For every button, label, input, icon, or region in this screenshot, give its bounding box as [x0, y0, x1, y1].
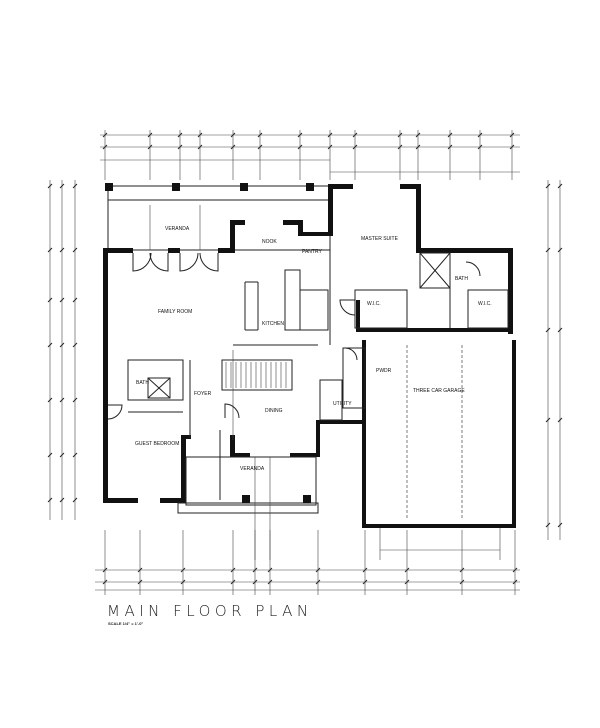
- room-label-powder: PWDR: [376, 368, 392, 374]
- tick-mark: [72, 497, 78, 503]
- room-labels: VERANDA NOOK PANTRY KITCHEN FAMILY ROOM …: [135, 226, 492, 472]
- tick-mark: [545, 327, 551, 333]
- tick-mark: [47, 297, 53, 303]
- front-veranda: [177, 456, 319, 560]
- dimension-lines-sides: [49, 180, 561, 540]
- tick-mark: [59, 342, 65, 348]
- room-label-master-wic: W.I.C.: [367, 301, 381, 307]
- tick-mark: [72, 183, 78, 189]
- room-label-rear-veranda: VERANDA: [165, 226, 190, 232]
- tick-mark: [72, 342, 78, 348]
- tick-mark: [47, 452, 53, 458]
- doors: [107, 252, 481, 420]
- scale-note: SCALE 1/4" = 1'-0": [108, 621, 144, 626]
- room-label-kitchen: KITCHEN: [262, 321, 284, 327]
- tick-mark: [545, 247, 551, 253]
- column: [303, 495, 311, 503]
- tick-mark: [545, 522, 551, 528]
- tick-mark: [59, 397, 65, 403]
- tick-mark: [47, 183, 53, 189]
- column: [105, 183, 113, 191]
- tick-mark: [72, 452, 78, 458]
- tick-mark: [47, 497, 53, 503]
- column: [240, 183, 248, 191]
- tick-mark: [47, 397, 53, 403]
- room-label-dining: DINING: [265, 408, 283, 414]
- room-label-foyer: FOYER: [194, 391, 212, 397]
- tick-mark: [59, 297, 65, 303]
- column: [242, 495, 250, 503]
- room-label-bath: BATH: [136, 380, 149, 386]
- tick-mark: [545, 183, 551, 189]
- dimension-lines-top: [100, 134, 520, 173]
- room-label-nook: NOOK: [262, 239, 277, 245]
- room-label-garage: THREE CAR GARAGE: [413, 388, 465, 394]
- room-label-pantry: PANTRY: [302, 249, 322, 255]
- tick-mark: [72, 297, 78, 303]
- room-label-guest-bedroom: GUEST BEDROOM: [135, 441, 179, 447]
- exterior-walls: [103, 184, 516, 528]
- tick-mark: [59, 452, 65, 458]
- room-label-master-bath: BATH: [455, 276, 468, 282]
- room-label-front-veranda: VERANDA: [240, 466, 265, 472]
- garage-apron: [379, 528, 501, 560]
- room-label-family-room: FAMILY ROOM: [158, 309, 192, 315]
- rear-veranda: [105, 183, 331, 251]
- tick-mark: [545, 417, 551, 423]
- dimension-ticks: [47, 130, 563, 595]
- tick-mark: [59, 247, 65, 253]
- tick-mark: [47, 342, 53, 348]
- column: [306, 183, 314, 191]
- tick-mark: [47, 247, 53, 253]
- drawing-title: MAIN FLOOR PLAN: [107, 602, 313, 620]
- tick-mark: [557, 183, 563, 189]
- dimension-lines-bottom: [95, 569, 520, 591]
- interior-walls: [127, 236, 509, 520]
- column: [172, 183, 180, 191]
- tick-mark: [72, 397, 78, 403]
- tick-mark: [72, 247, 78, 253]
- tick-mark: [557, 247, 563, 253]
- tick-mark: [59, 497, 65, 503]
- tick-mark: [557, 327, 563, 333]
- room-label-wic: W.I.C.: [478, 301, 492, 307]
- room-label-utility: UTILITY: [333, 401, 352, 407]
- tick-mark: [557, 417, 563, 423]
- tick-mark: [59, 183, 65, 189]
- room-label-master-suite: MASTER SUITE: [361, 236, 399, 242]
- tick-mark: [557, 522, 563, 528]
